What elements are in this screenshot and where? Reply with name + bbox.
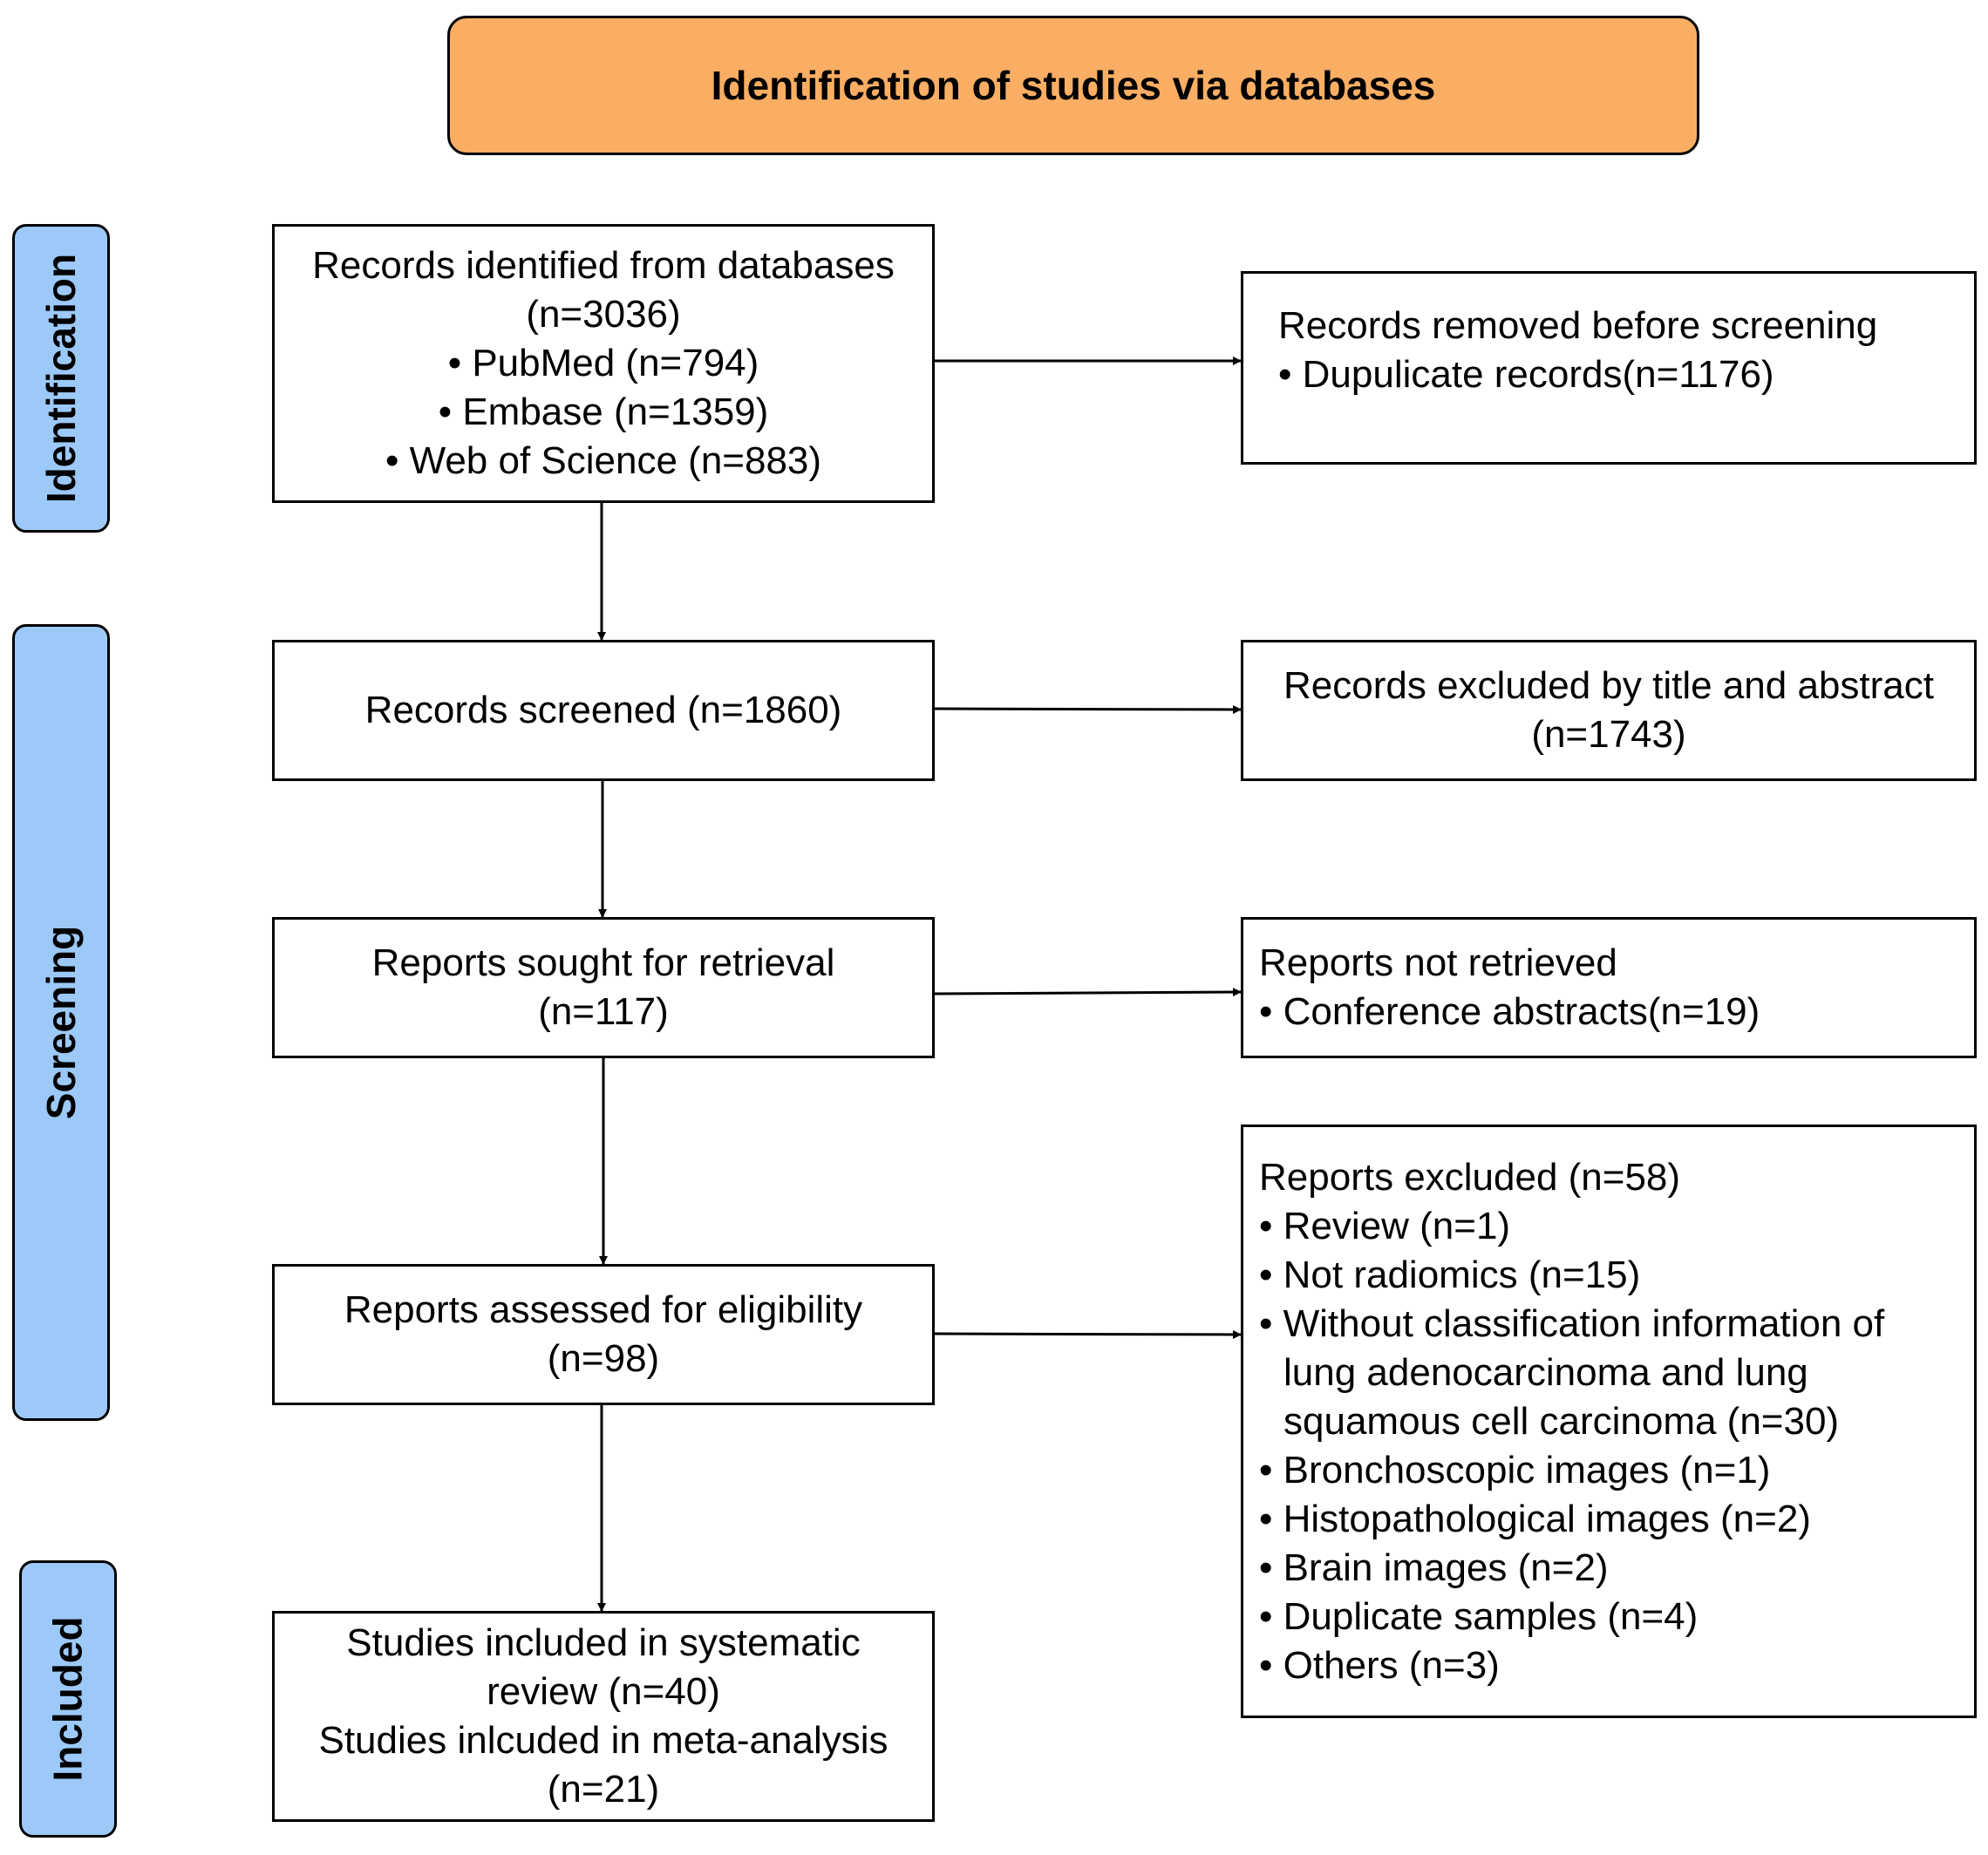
box-text-line: Reports assessed for eligibility bbox=[344, 1288, 863, 1331]
header-box: Identification of studies via databases bbox=[447, 16, 1699, 155]
box-text-line: • Duplicate samples (n=4) bbox=[1259, 1594, 1699, 1638]
box-text-line: Studies inlcuded in meta-analysis bbox=[318, 1719, 888, 1762]
box-text-line: • Dupulicate records(n=1176) bbox=[1278, 353, 1774, 396]
box-text-line: Records identified from databases bbox=[312, 244, 895, 287]
records-screened-box: Records screened (n=1860) bbox=[272, 640, 935, 781]
box-text-line: Reports excluded (n=58) bbox=[1259, 1155, 1681, 1199]
box-text-line: • Bronchoscopic images (n=1) bbox=[1259, 1448, 1771, 1491]
reports-assessed-box: Reports assessed for eligibility (n=98) bbox=[272, 1264, 935, 1405]
box-text-line: review (n=40) bbox=[487, 1670, 720, 1713]
box-text-line: • Web of Science (n=883) bbox=[385, 439, 822, 482]
arrow-assessed-to-excluded bbox=[934, 1329, 1242, 1339]
box-text-line: • Others (n=3) bbox=[1259, 1643, 1500, 1687]
reports-not-retrieved-box: Reports not retrieved • Conference abstra… bbox=[1241, 917, 1977, 1058]
reports-excluded-box: Reports excluded (n=58) • Review (n=1) • N… bbox=[1241, 1125, 1977, 1718]
box-text-line: • Histopathological images (n=2) bbox=[1259, 1497, 1811, 1540]
studies-included-box: Studies included in systematic review (n=… bbox=[272, 1611, 935, 1822]
records-excluded-box: Records excluded by title and abstract (n… bbox=[1241, 640, 1977, 781]
box-text-line: (n=21) bbox=[547, 1768, 660, 1811]
box-text-line: • Conference abstracts(n=19) bbox=[1259, 990, 1760, 1033]
box-text-line: Records excluded by title and abstract bbox=[1283, 664, 1934, 707]
header-title: Identification of studies via databases bbox=[711, 63, 1436, 108]
box-text-line: (n=1743) bbox=[1531, 713, 1686, 756]
box-text-line: (n=98) bbox=[547, 1337, 660, 1380]
arrow-screened-to-excluded bbox=[934, 704, 1242, 714]
box-text-line: Records screened (n=1860) bbox=[364, 689, 842, 731]
box-text-line: lung adenocarcinoma and lung bbox=[1283, 1350, 1808, 1394]
box-text-line: • Not radiomics (n=15) bbox=[1259, 1253, 1641, 1296]
box-text-line: Reports sought for retrieval bbox=[371, 941, 835, 984]
box-text-line: (n=117) bbox=[538, 990, 669, 1033]
stage-included: Included bbox=[19, 1560, 117, 1838]
box-text-line: • PubMed (n=794) bbox=[447, 342, 759, 384]
box-text-line: (n=3036) bbox=[526, 293, 681, 336]
box-text-line: • Embase (n=1359) bbox=[438, 391, 769, 433]
box-text-line: • Brain images (n=2) bbox=[1259, 1546, 1609, 1589]
stage-screening: Screening bbox=[12, 624, 110, 1421]
stage-identification: Identification bbox=[12, 224, 110, 533]
box-text-line: Studies included in systematic bbox=[346, 1621, 861, 1664]
box-text-line: • Review (n=1) bbox=[1259, 1204, 1511, 1247]
arrow-sought-to-not-retrieved bbox=[934, 988, 1242, 997]
box-text-line: Reports not retrieved bbox=[1259, 941, 1617, 984]
box-text-line: • Without classification information of bbox=[1259, 1301, 1885, 1345]
records-identified-box: Records identified from databases (n=3036… bbox=[272, 224, 935, 503]
reports-sought-box: Reports sought for retrieval (n=117) bbox=[272, 917, 935, 1058]
box-text-line: squamous cell carcinoma (n=30) bbox=[1283, 1399, 1840, 1443]
records-removed-box: Records removed before screening • Dupuli… bbox=[1241, 271, 1977, 465]
box-text-line: Records removed before screening bbox=[1278, 304, 1878, 347]
